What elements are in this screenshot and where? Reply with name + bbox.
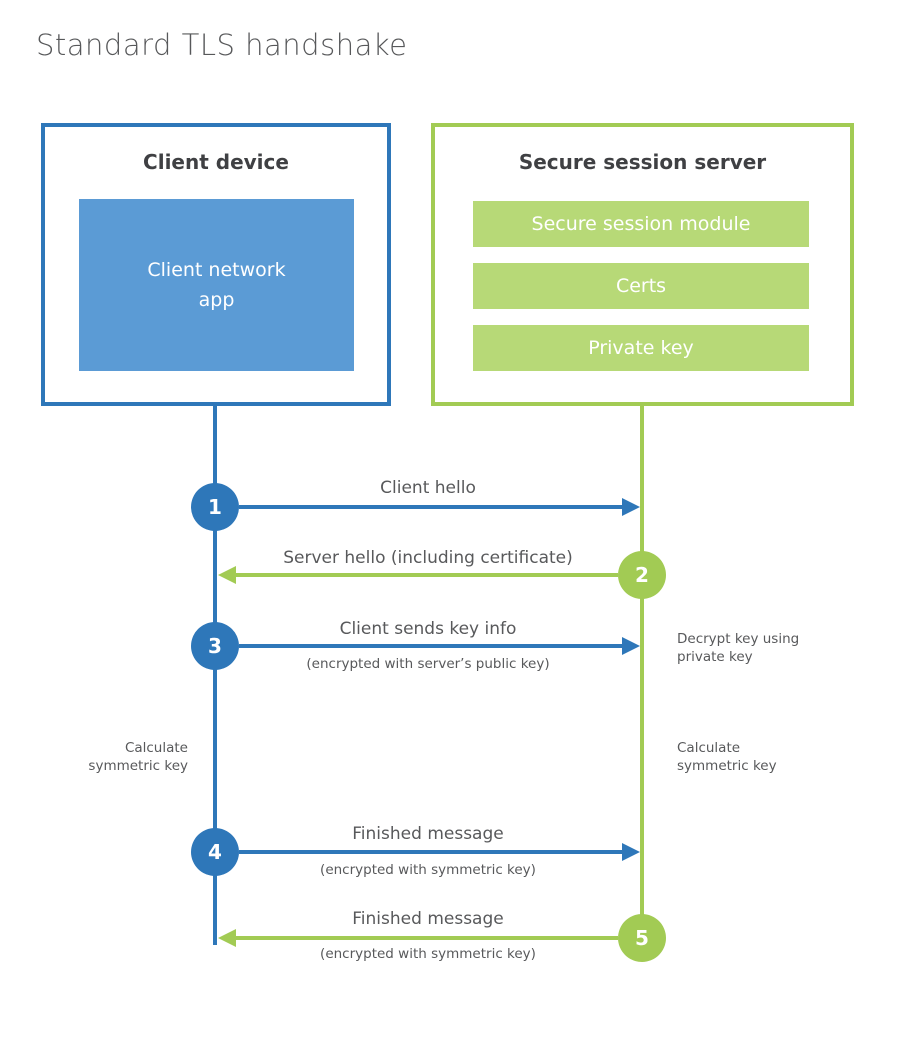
client-device-box: Client device Client network app (41, 123, 391, 406)
step-1-arrow-line (239, 505, 622, 509)
server-certs-bar: Certs (473, 263, 809, 309)
secure-session-server-box: Secure session server Secure session mod… (431, 123, 854, 406)
step-3-arrow-line (239, 644, 622, 648)
step-2-label: Server hello (including certificate) (283, 548, 573, 568)
step-3-arrowhead-right-icon (622, 637, 640, 655)
client-device-title: Client device (143, 150, 289, 174)
server-module-bar: Secure session module (473, 201, 809, 247)
server-private-key-bar: Private key (473, 325, 809, 371)
step-3-label: Client sends key info (339, 619, 517, 639)
step-4-label: Finished message (352, 824, 504, 844)
step-5-sublabel: (encrypted with symmetric key) (320, 946, 536, 962)
step-5-label: Finished message (352, 909, 504, 929)
step-2-arrow-line (236, 573, 618, 577)
client-network-app-block: Client network app (79, 199, 354, 371)
step-5-arrow-line (236, 936, 618, 940)
step-5-badge: 5 (618, 914, 666, 962)
step-2-arrowhead-left-icon (218, 566, 236, 584)
step-1-arrowhead-right-icon (622, 498, 640, 516)
step-3-sublabel: (encrypted with server’s public key) (306, 656, 550, 672)
step-4-arrow-line (239, 850, 622, 854)
step-5-arrowhead-left-icon (218, 929, 236, 947)
note-decrypt-key: Decrypt key using private key (677, 631, 800, 665)
secure-session-server-title: Secure session server (518, 150, 767, 174)
client-lifeline (213, 402, 217, 945)
step-4-arrowhead-right-icon (622, 843, 640, 861)
step-1-label: Client hello (380, 478, 476, 498)
step-3-badge: 3 (191, 622, 239, 670)
note-calculate-symmetric-key-server: Calculate symmetric key (677, 740, 777, 774)
step-4-badge: 4 (191, 828, 239, 876)
step-4-sublabel: (encrypted with symmetric key) (320, 862, 536, 878)
step-1-badge: 1 (191, 483, 239, 531)
step-2-badge: 2 (618, 551, 666, 599)
page-title: Standard TLS handshake (36, 28, 408, 62)
note-calculate-symmetric-key-client: Calculate symmetric key (88, 740, 188, 774)
server-lifeline (640, 402, 644, 938)
